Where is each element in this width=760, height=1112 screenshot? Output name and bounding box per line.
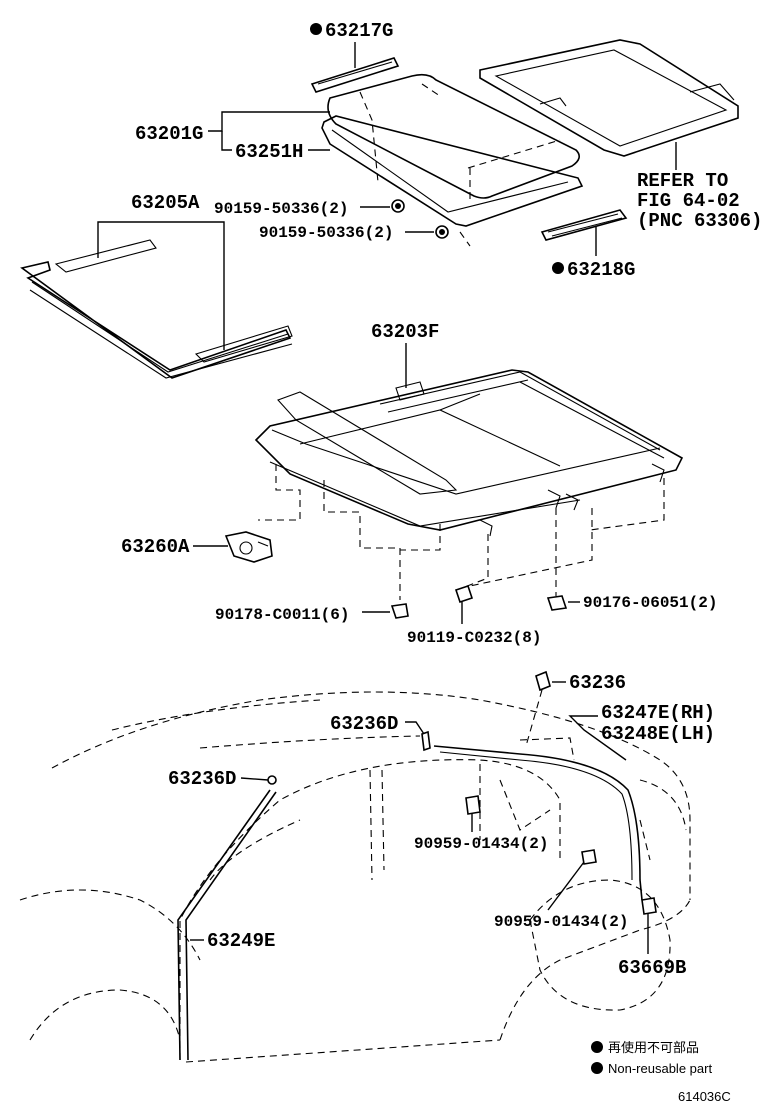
label-63205a: 63205A <box>131 192 200 214</box>
clip-90178 <box>390 603 409 619</box>
legend-bullet-en <box>591 1062 603 1074</box>
non-reusable-marker-63218g <box>552 262 564 274</box>
housing-fastener-lines <box>258 464 665 600</box>
clip-90959-upper <box>465 795 481 815</box>
label-90159-lower: 90159-50336(2) <box>259 224 393 242</box>
weatherstrip-63217g <box>310 57 400 93</box>
drain-hose-front-63249e <box>177 789 277 1061</box>
label-63218g: 63218G <box>567 259 635 281</box>
legend-jp: 再使用不可部品 <box>608 1040 699 1055</box>
label-90159-upper: 90159-50336(2) <box>214 200 348 218</box>
label-90959-upper: 90959-01434(2) <box>414 835 548 853</box>
label-63201g: 63201G <box>135 123 203 145</box>
bolt-90159-lower <box>435 225 449 239</box>
bolt-90159-upper <box>391 199 405 213</box>
label-63251h: 63251H <box>235 141 303 163</box>
label-90959-lower: 90959-01434(2) <box>494 913 628 931</box>
label-90178: 90178-C0011(6) <box>215 606 349 624</box>
weatherstrip-63218g <box>540 209 628 241</box>
label-63203f: 63203F <box>371 321 439 343</box>
grommet-63236d-upper <box>421 730 431 752</box>
drip-channel-63205a <box>20 239 293 379</box>
label-90119: 90119-C0232(8) <box>407 629 541 647</box>
sunroof-glass-63201g <box>327 73 580 200</box>
valve-63669b <box>641 897 657 915</box>
legend-bullet-jp <box>591 1041 603 1053</box>
clip-90176 <box>546 595 568 611</box>
label-63260a: 63260A <box>121 536 190 558</box>
clip-90119 <box>454 584 474 604</box>
label-63236: 63236 <box>569 672 626 694</box>
legend-en: Non-reusable part <box>608 1061 712 1076</box>
label-63249e: 63249E <box>207 930 275 952</box>
non-reusable-marker-63217g <box>310 23 322 35</box>
glass-seal-63251h <box>321 115 584 227</box>
label-63236d-upper: 63236D <box>330 713 398 735</box>
label-63217g: 63217G <box>325 20 393 42</box>
ref-line-1: REFER TO <box>637 170 728 192</box>
label-63236d-lower: 63236D <box>168 768 236 790</box>
label-63669b: 63669B <box>618 957 686 979</box>
sunroof-housing-63203f <box>254 369 684 537</box>
label-63248e: 63248E(LH) <box>601 723 715 745</box>
figure-id: 614036C <box>678 1089 731 1104</box>
grommet-63236 <box>535 670 551 692</box>
drain-hose-rear-63247e <box>433 745 643 901</box>
label-90176: 90176-06051(2) <box>583 594 717 612</box>
label-63247e: 63247E(RH) <box>601 702 715 724</box>
ref-line-3: (PNC 63306) <box>637 210 760 232</box>
clip-90959-lower <box>581 849 597 865</box>
sunroof-motor-63260a <box>224 531 273 563</box>
sunshade-assembly <box>479 39 739 157</box>
ref-line-2: FIG 64-02 <box>637 190 740 212</box>
car-body-outline <box>19 691 691 1063</box>
grommet-63236d-lower <box>267 775 277 785</box>
